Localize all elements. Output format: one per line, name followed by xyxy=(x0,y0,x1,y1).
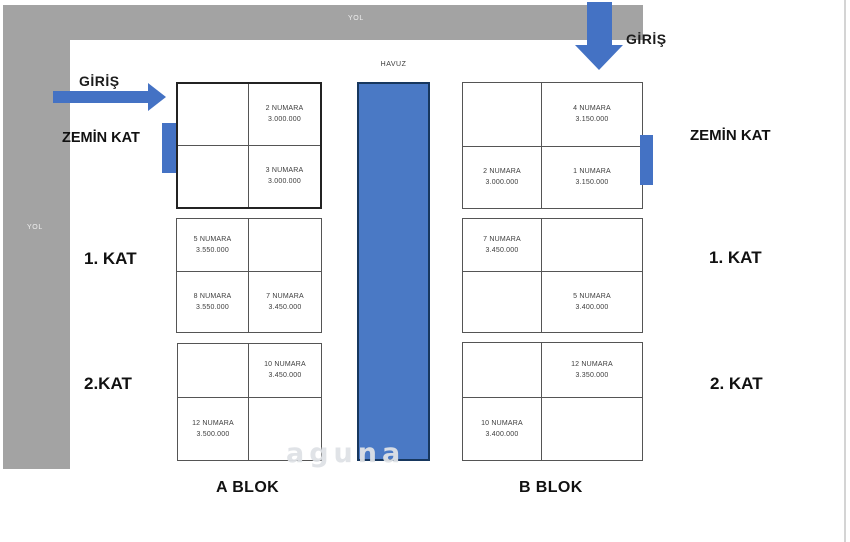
apartment-cell-a-zemin-tl xyxy=(178,84,249,146)
block-a-kat2-grid: 10 NUMARA 3.450.000 12 NUMARA 3.500.000 xyxy=(177,343,322,461)
apartment-price: 3.450.000 xyxy=(268,303,302,311)
apartment-price: 3.000.000 xyxy=(268,178,301,185)
floor-label-right-kat1: 1. KAT xyxy=(709,248,762,267)
apartment-number: 10 NUMARA xyxy=(264,361,306,368)
apartment-cell-b-zemin-tl xyxy=(463,83,542,147)
entrance-tab-block-a xyxy=(162,123,176,173)
block-b-label: B BLOK xyxy=(519,479,583,496)
apartment-number: 5 NUMARA xyxy=(573,292,611,300)
block-b-zemin-grid: 4 NUMARA 3.150.000 2 NUMARA 3.000.000 1 … xyxy=(462,82,643,209)
page-edge-line xyxy=(844,0,846,542)
apartment-cell-b-kat2-tr: 12 NUMARA 3.350.000 xyxy=(542,343,642,398)
apartment-price: 3.350.000 xyxy=(575,371,609,379)
apartment-number: 12 NUMARA xyxy=(571,360,613,368)
apartment-cell-a-kat2-tl xyxy=(178,344,249,398)
apartment-cell-a-kat1-br: 7 NUMARA 3.450.000 xyxy=(249,272,321,332)
apartment-number: 4 NUMARA xyxy=(573,105,611,112)
apartment-cell-a-kat1-tl: 5 NUMARA 3.550.000 xyxy=(177,219,249,272)
floor-label-left-kat2: 2.KAT xyxy=(84,374,132,393)
apartment-cell-b-kat1-tr xyxy=(542,219,642,272)
apartment-price: 3.150.000 xyxy=(575,179,609,186)
apartment-number: 12 NUMARA xyxy=(192,419,234,427)
floor-label-left-zemin: ZEMİN KAT xyxy=(62,130,140,146)
road-left xyxy=(3,5,70,469)
apartment-number: 1 NUMARA xyxy=(573,168,611,175)
apartment-cell-a-kat1-tr xyxy=(249,219,321,272)
road-top-label: YOL xyxy=(348,15,364,22)
block-a-label: A BLOK xyxy=(216,479,280,496)
apartment-cell-b-zemin-tr: 4 NUMARA 3.150.000 xyxy=(542,83,642,147)
apartment-price: 3.450.000 xyxy=(485,246,519,254)
pool xyxy=(357,82,430,461)
apartment-number: 5 NUMARA xyxy=(193,235,232,243)
block-a-kat1-grid: 5 NUMARA 3.550.000 8 NUMARA 3.550.000 7 … xyxy=(176,218,322,333)
entrance-label-right: GİRİŞ xyxy=(626,31,667,47)
apartment-price: 3.000.000 xyxy=(485,179,519,186)
entrance-tab-block-b xyxy=(640,135,653,185)
floor-label-right-zemin: ZEMİN KAT xyxy=(690,127,771,144)
apartment-number: 10 NUMARA xyxy=(481,419,523,427)
apartment-cell-a-zemin-br: 3 NUMARA 3.000.000 xyxy=(249,146,320,207)
block-b-kat2-grid: 12 NUMARA 3.350.000 10 NUMARA 3.400.000 xyxy=(462,342,643,461)
apartment-cell-b-zemin-br: 1 NUMARA 3.150.000 xyxy=(542,147,642,208)
apartment-price: 3.400.000 xyxy=(485,430,519,438)
entrance-label-left: GİRİŞ xyxy=(79,73,120,89)
apartment-price: 3.550.000 xyxy=(196,303,229,311)
apartment-number: 7 NUMARA xyxy=(266,292,304,300)
apartment-cell-b-kat2-bl: 10 NUMARA 3.400.000 xyxy=(463,398,542,460)
apartment-number: 8 NUMARA xyxy=(193,292,232,300)
apartment-cell-b-kat1-br: 5 NUMARA 3.400.000 xyxy=(542,272,642,332)
apartment-price: 3.550.000 xyxy=(196,246,229,254)
road-top xyxy=(3,5,643,40)
apartment-price: 3.000.000 xyxy=(268,116,301,123)
block-b-kat1-grid: 7 NUMARA 3.450.000 5 NUMARA 3.400.000 xyxy=(462,218,643,333)
apartment-price: 3.400.000 xyxy=(575,303,609,311)
apartment-price: 3.150.000 xyxy=(575,116,609,123)
apartment-number: 2 NUMARA xyxy=(265,105,304,112)
apartment-cell-a-kat1-bl: 8 NUMARA 3.550.000 xyxy=(177,272,249,332)
apartment-number: 3 NUMARA xyxy=(265,167,304,174)
arrow-down-icon xyxy=(575,2,623,70)
apartment-number: 2 NUMARA xyxy=(483,168,521,175)
apartment-cell-b-kat2-tl xyxy=(463,343,542,398)
apartment-cell-a-zemin-bl xyxy=(178,146,249,207)
apartment-cell-a-zemin-tr: 2 NUMARA 3.000.000 xyxy=(249,84,320,146)
apartment-cell-b-kat1-bl xyxy=(463,272,542,332)
floor-label-left-kat1: 1. KAT xyxy=(84,249,137,268)
floor-label-right-kat2: 2. KAT xyxy=(710,374,763,393)
apartment-cell-a-kat2-tr: 10 NUMARA 3.450.000 xyxy=(249,344,321,398)
arrow-right-icon xyxy=(53,83,166,111)
watermark: aguna xyxy=(286,438,406,469)
road-left-label: YOL xyxy=(27,224,43,231)
apartment-cell-b-kat1-tl: 7 NUMARA 3.450.000 xyxy=(463,219,542,272)
apartment-cell-b-zemin-bl: 2 NUMARA 3.000.000 xyxy=(463,147,542,208)
apartment-cell-a-kat2-bl: 12 NUMARA 3.500.000 xyxy=(178,398,249,460)
pool-label: HAVUZ xyxy=(380,61,407,68)
apartment-price: 3.450.000 xyxy=(268,372,302,379)
apartment-number: 7 NUMARA xyxy=(483,235,521,243)
apartment-cell-b-kat2-br xyxy=(542,398,642,460)
apartment-price: 3.500.000 xyxy=(196,430,230,438)
block-a-zemin-grid: 2 NUMARA 3.000.000 3 NUMARA 3.000.000 xyxy=(176,82,322,209)
